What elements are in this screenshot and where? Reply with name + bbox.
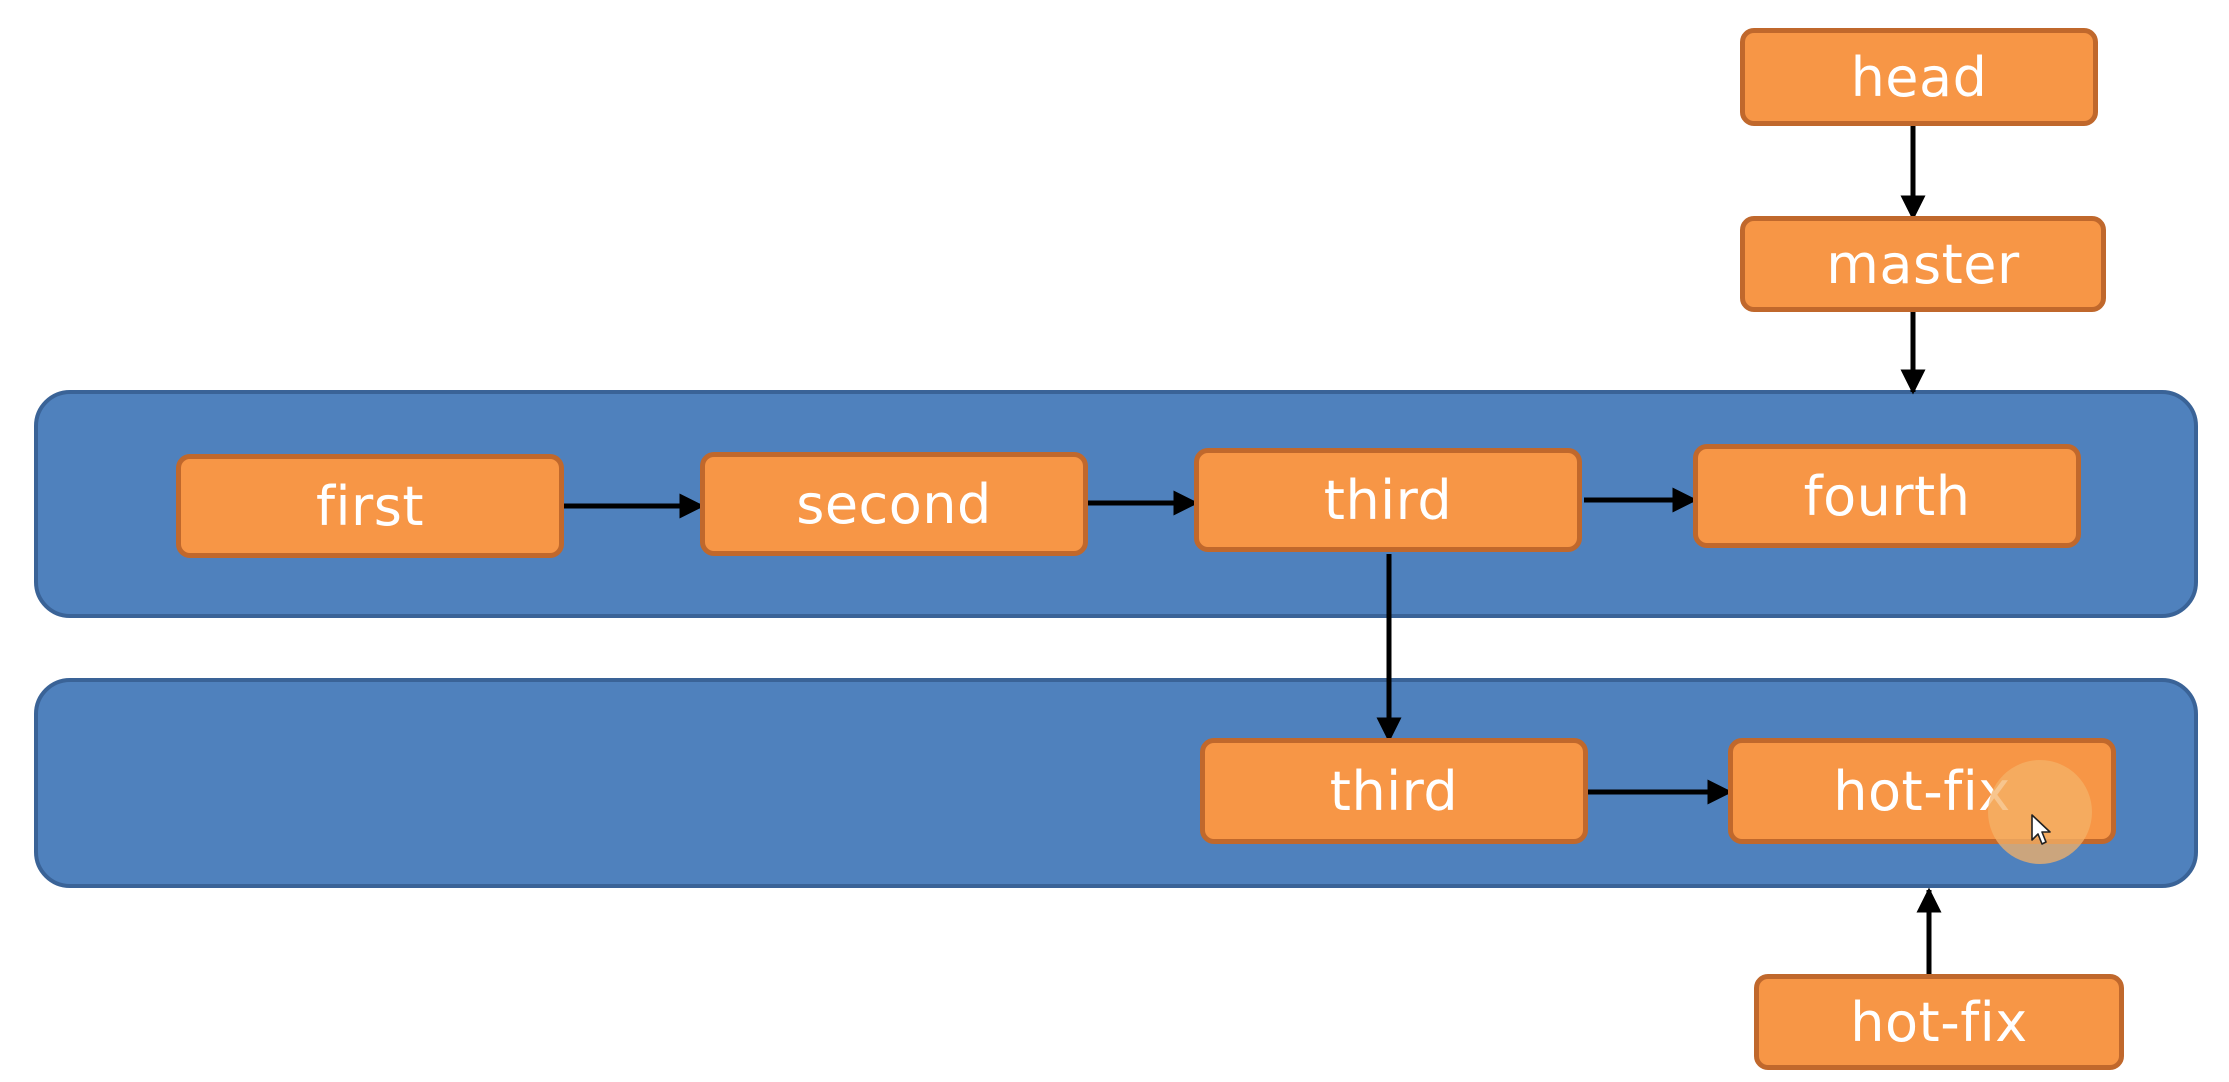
- commit-third-main: third: [1194, 448, 1582, 552]
- hotfix-pointer-node: hot-fix: [1754, 974, 2124, 1070]
- commit-third-hotfix: third: [1200, 738, 1588, 844]
- commit-first: first: [176, 454, 564, 558]
- commit-fourth: fourth: [1693, 444, 2081, 548]
- master-node: master: [1740, 216, 2106, 312]
- cursor-highlight: [1988, 760, 2092, 864]
- head-node: head: [1740, 28, 2098, 126]
- mouse-pointer-icon: [2031, 814, 2051, 845]
- commit-second: second: [700, 452, 1088, 556]
